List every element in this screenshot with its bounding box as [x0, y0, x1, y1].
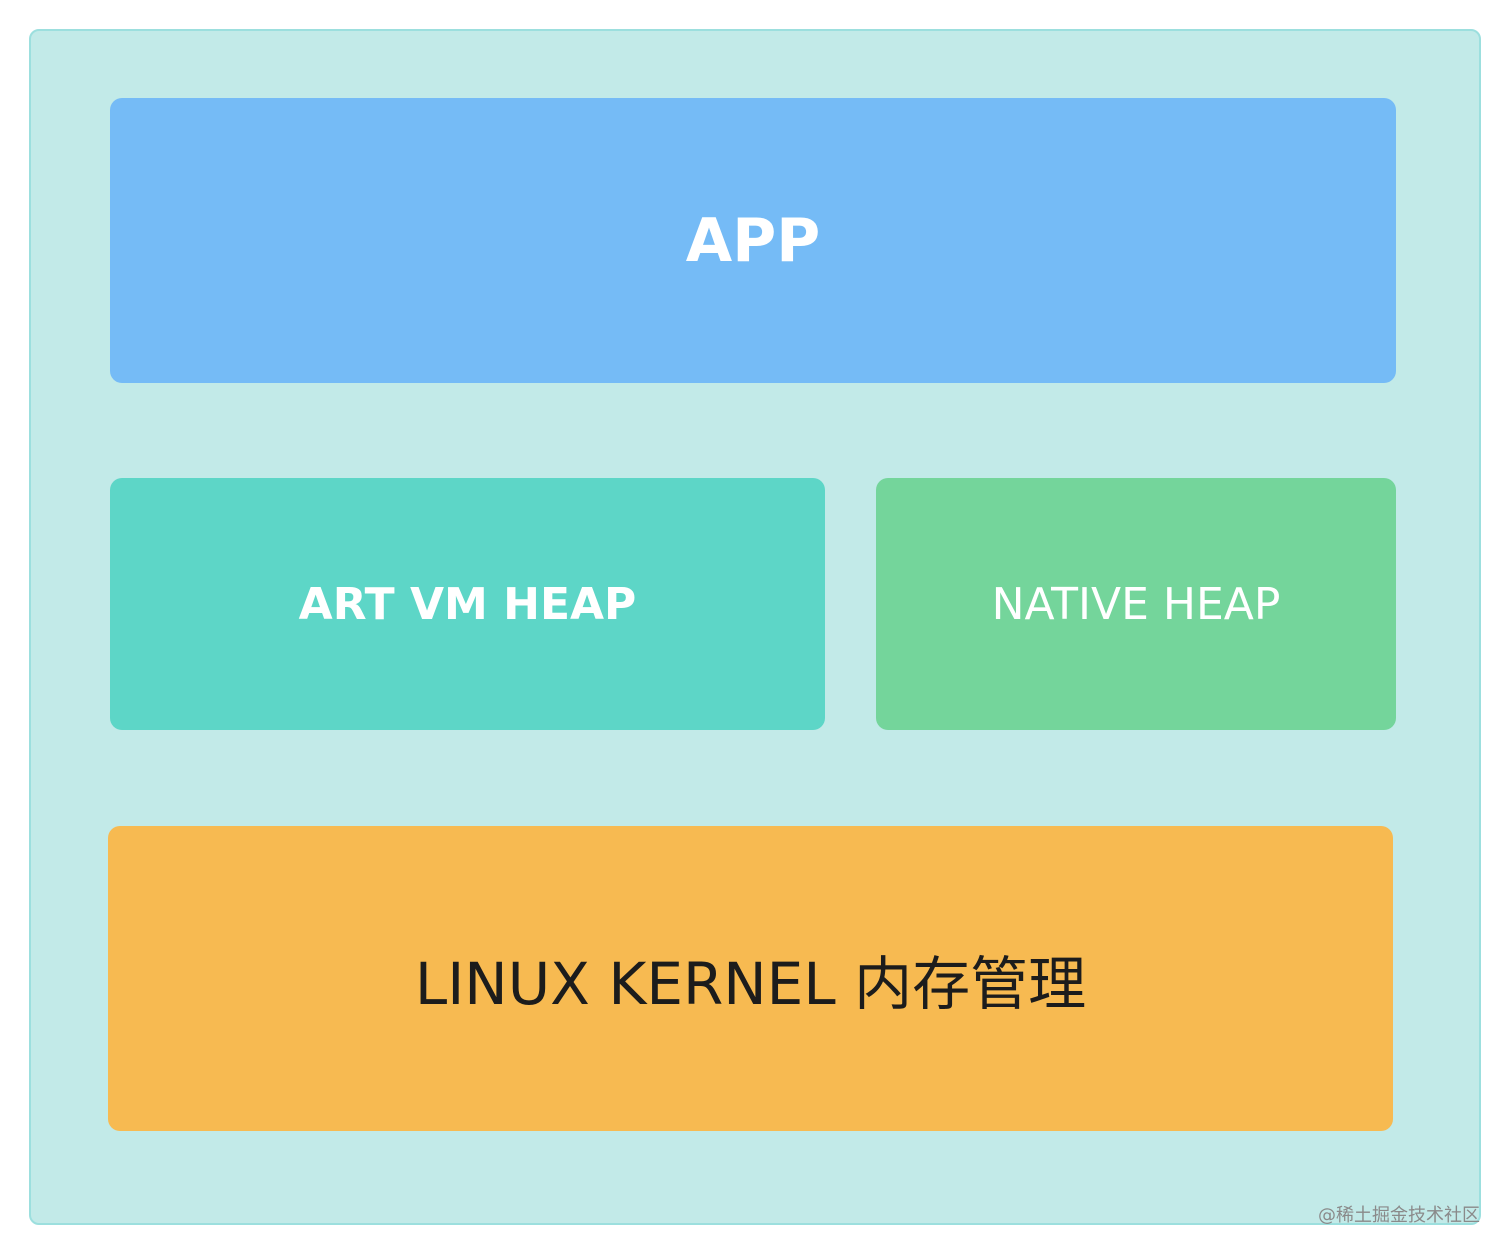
app-layer-label: APP: [685, 205, 821, 276]
watermark: @稀土掘金技术社区: [1318, 1205, 1480, 1226]
art-vm-heap-label: ART VM HEAP: [298, 578, 637, 630]
art-vm-heap-block: ART VM HEAP: [110, 478, 825, 730]
linux-kernel-layer: LINUX KERNEL 内存管理: [108, 826, 1393, 1131]
native-heap-block: NATIVE HEAP: [876, 478, 1396, 730]
native-heap-label: NATIVE HEAP: [991, 578, 1281, 630]
app-layer: APP: [110, 98, 1396, 383]
linux-kernel-label: LINUX KERNEL 内存管理: [414, 949, 1087, 1018]
